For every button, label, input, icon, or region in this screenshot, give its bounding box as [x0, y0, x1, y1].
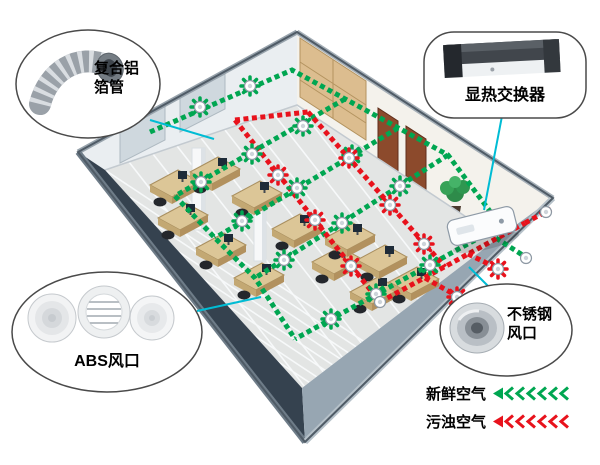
heat-exchanger-unit-icon: [443, 38, 561, 79]
fresh-air-arrow-icon: [493, 386, 569, 401]
legend-exhaust-air: 污浊空气: [426, 411, 571, 432]
flexible-aluminum-duct-icon: [29, 50, 124, 115]
stainless-vent-label: 不锈钢风口: [507, 306, 553, 342]
legend-exhaust-air-label: 污浊空气: [426, 414, 487, 431]
exhaust-air-arrow-icon: [493, 414, 569, 429]
callout-heat-exchanger: [423, 31, 587, 119]
callout-flexible-duct: [15, 29, 161, 139]
callout-stainless-vent: [439, 283, 573, 377]
abs-vent-label: ABS风口: [74, 353, 140, 370]
room-outline: [76, 30, 555, 444]
callout-connector-lines: [149, 115, 503, 312]
abs-round-diffuser-icon: [27, 285, 175, 343]
stainless-steel-vent-icon: [449, 302, 505, 354]
cabinet: [299, 37, 367, 141]
heat-exchanger-unit: [446, 206, 520, 254]
callout-abs-vent: [11, 271, 203, 393]
legend-fresh-air-label: 新鲜空气: [426, 386, 487, 403]
flexible-duct-label: 复合铝箔管: [94, 60, 140, 96]
heat-exchanger-label: 显热交换器: [464, 87, 545, 104]
legend-fresh-air: 新鲜空气: [426, 383, 571, 404]
